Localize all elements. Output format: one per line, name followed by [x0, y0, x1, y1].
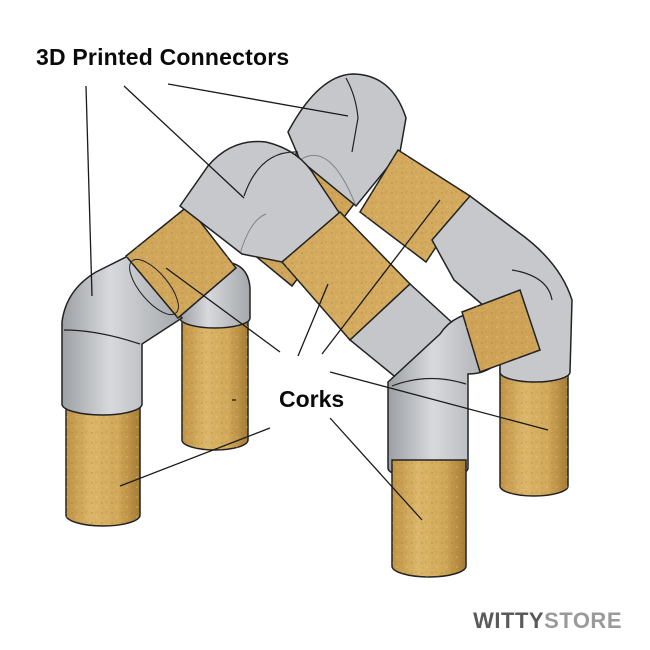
connector-back-right-elbow [431, 194, 573, 383]
leader-cork-1 [165, 267, 281, 353]
leader-connector-1 [85, 85, 93, 297]
brand-part-witty: WITTY [473, 608, 545, 633]
brand-part-store: STORE [544, 608, 622, 633]
cork-front-rafter-left [124, 204, 238, 320]
leader-cork-5 [119, 427, 271, 487]
cork-back-left-leg [181, 311, 249, 451]
leader-connector-2 [123, 85, 245, 199]
leader-cork-7 [329, 417, 423, 521]
brand-logo: WITTYSTORE [473, 608, 622, 634]
connector-back-apex [287, 73, 407, 208]
cork-front-left-leg [65, 397, 141, 527]
cork-front-right-leg [391, 459, 467, 578]
cork-ridge-brace [461, 289, 541, 373]
label-3d-printed-connectors: 3D Printed Connectors [36, 44, 290, 70]
label-corks: Corks [279, 386, 345, 412]
leader-cork-2 [297, 283, 329, 357]
leader-lines [85, 83, 549, 521]
connector-front-apex [178, 140, 341, 263]
cork-back-right-leg [499, 367, 569, 497]
leader-cork-3 [321, 199, 441, 355]
leader-connector-3 [167, 83, 349, 117]
leader-cork-6 [329, 371, 549, 431]
